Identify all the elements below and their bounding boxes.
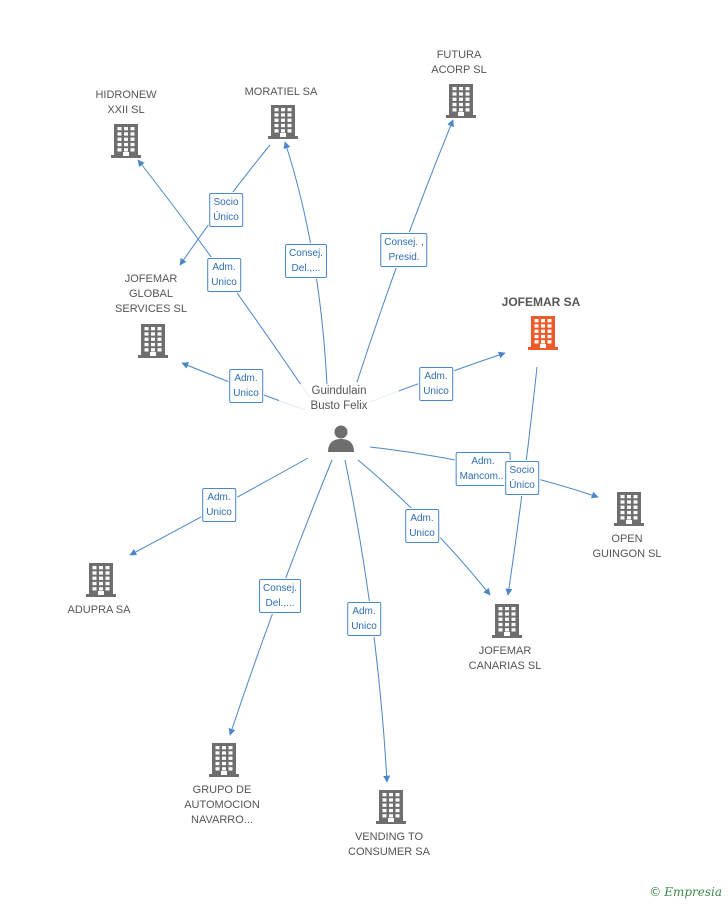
edge-label-adm-unico-jofemar: Adm. Unico xyxy=(419,367,453,401)
building-icon-open-guingon[interactable] xyxy=(613,492,645,531)
company-label-hidronew[interactable]: HIDRONEW XXII SL xyxy=(95,89,157,116)
footer-brand: ©Empresia xyxy=(649,885,722,899)
edge-label-consej-grupo: Consej. Del.,... xyxy=(259,579,301,613)
edge-label-adm-unico-hidronew: Adm. Unico xyxy=(207,258,241,292)
company-label-adupra[interactable]: ADUPRA SA xyxy=(67,604,131,616)
building-icon-jofemar-sa[interactable] xyxy=(527,316,559,355)
building-icon-grupo-automocion[interactable] xyxy=(208,743,240,782)
edge-label-socio-unico-right: Socio Único xyxy=(505,461,539,495)
company-label-jofemar-global[interactable]: JOFEMAR GLOBAL SERVICES SL xyxy=(115,273,187,315)
building-icon-jofemar-global[interactable] xyxy=(137,324,169,363)
building-icon-moratiel[interactable] xyxy=(267,105,299,144)
edge-label-adm-unico-canarias: Adm. Unico xyxy=(405,509,439,543)
edge-label-adm-unico-global: Adm. Unico xyxy=(229,369,263,403)
edge-label-consej-futura: Consej. , Presid. xyxy=(380,233,428,267)
person-icon[interactable] xyxy=(327,424,355,457)
company-label-grupo[interactable]: GRUPO DE AUTOMOCION NAVARRO... xyxy=(184,784,260,826)
copyright-icon: © xyxy=(649,885,662,899)
edge-label-adm-unico-vending: Adm. Unico xyxy=(347,602,381,636)
company-label-jofemar-canarias[interactable]: JOFEMAR CANARIAS SL xyxy=(468,645,542,672)
company-label-vending[interactable]: VENDING TO CONSUMER SA xyxy=(348,831,430,858)
building-icon-vending[interactable] xyxy=(375,790,407,829)
company-label-moratiel[interactable]: MORATIEL SA xyxy=(244,86,318,98)
person-label[interactable]: Guindulain Busto Felix xyxy=(279,384,399,414)
company-label-futura[interactable]: FUTURA ACORP SL xyxy=(431,49,487,76)
building-icon-adupra[interactable] xyxy=(85,563,117,602)
company-label-jofemar-sa[interactable]: JOFEMAR SA xyxy=(501,295,581,309)
edge-label-socio-unico-top: Socio Único xyxy=(209,193,243,227)
edge-label-consej-moratiel: Consej. Del.,... xyxy=(285,244,327,278)
edge-label-adm-mancom: Adm. Mancom... xyxy=(455,452,511,486)
edge-label-adm-unico-adupra: Adm. Unico xyxy=(202,488,236,522)
building-icon-jofemar-canarias[interactable] xyxy=(491,604,523,643)
building-icon-hidronew[interactable] xyxy=(110,124,142,163)
building-icon-futura[interactable] xyxy=(445,84,477,123)
company-label-open-guingon[interactable]: OPEN GUINGON SL xyxy=(592,533,662,560)
brand-logo-text: Empresia xyxy=(664,885,722,899)
